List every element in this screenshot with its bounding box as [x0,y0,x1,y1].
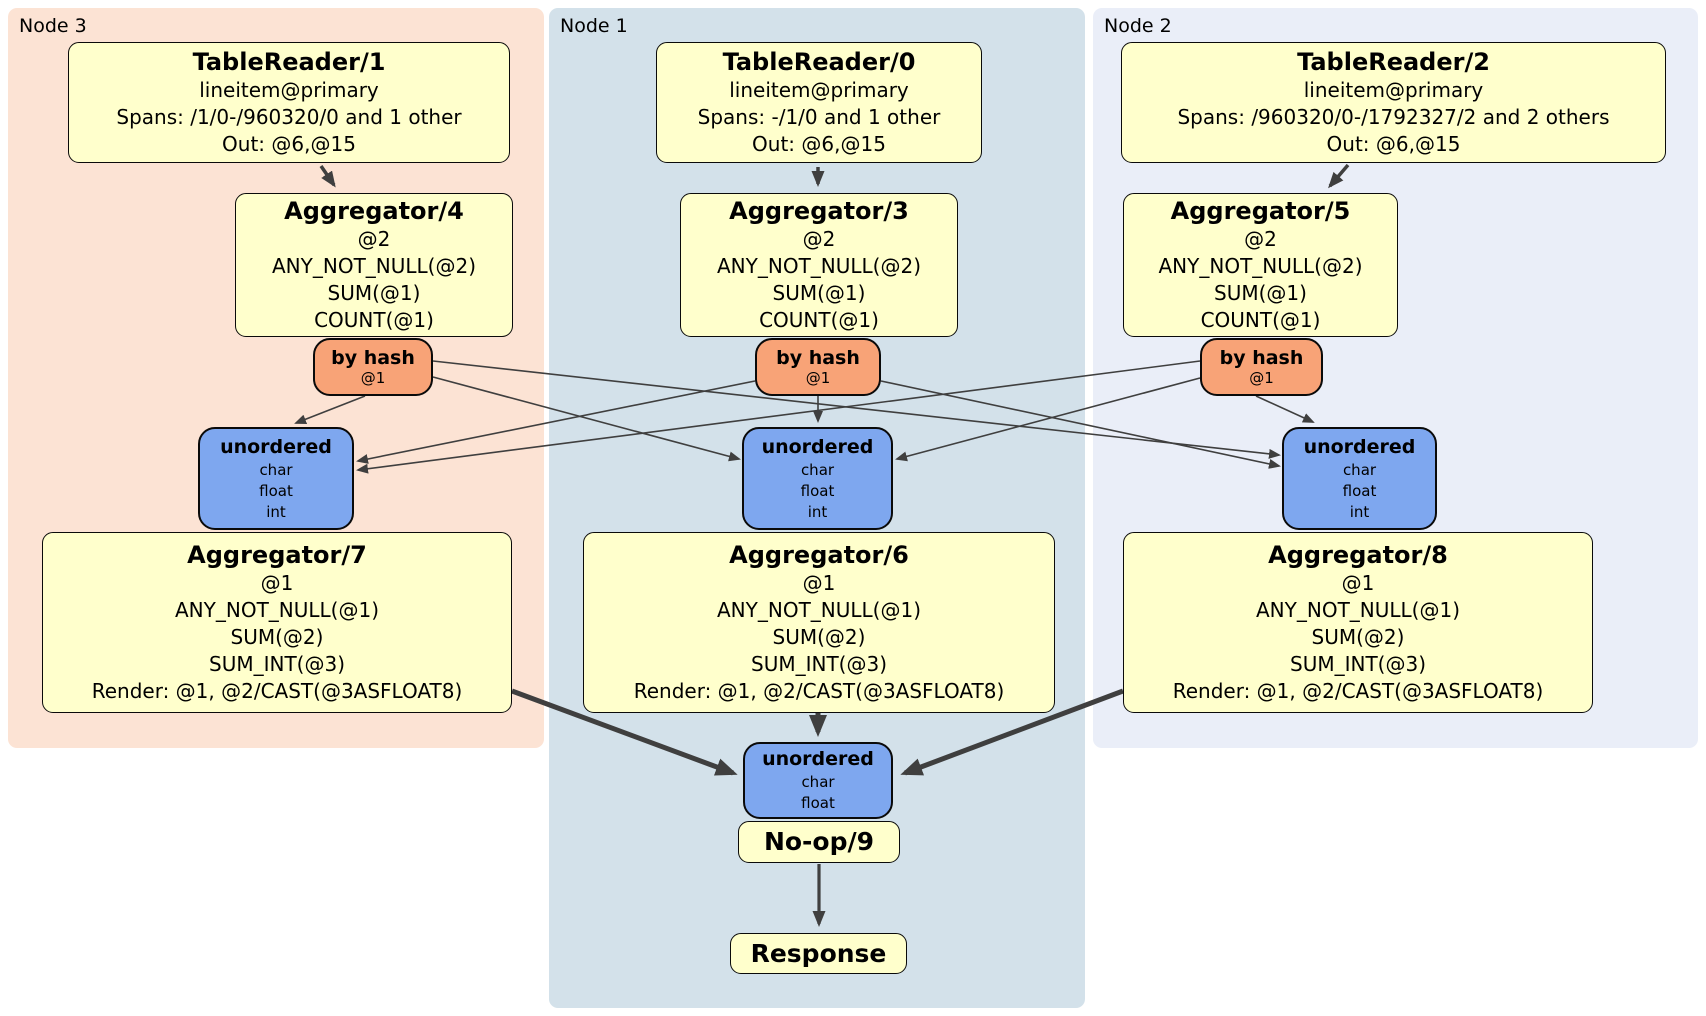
sync-col-type: float [259,481,293,500]
panel-node2-label: Node 2 [1104,15,1172,37]
processor-aggregator-7: Aggregator/7 @1 ANY_NOT_NULL(@1) SUM(@2)… [42,532,512,713]
router-by-hash-node3: by hash @1 [313,338,433,396]
processor-agg-fn: ANY_NOT_NULL(@1) [1256,598,1460,622]
processor-group-cols: @2 [357,227,391,251]
processor-agg-fn: SUM_INT(@3) [1290,652,1426,676]
sync-label: unordered [220,435,332,458]
processor-group-cols: @1 [260,571,294,595]
sync-label: unordered [1303,435,1416,458]
processor-agg-fn: COUNT(@1) [1200,308,1321,332]
processor-title: TableReader/2 [1297,48,1490,76]
processor-out: Out: @6,@15 [752,132,886,156]
processor-agg-fn: SUM(@2) [230,625,324,649]
processor-agg-fn: SUM(@1) [1214,281,1307,305]
processor-group-cols: @2 [1244,227,1277,251]
processor-group-cols: @2 [802,227,836,251]
processor-aggregator-5: Aggregator/5 @2 ANY_NOT_NULL(@2) SUM(@1)… [1123,193,1398,337]
sync-unordered-node3: unordered char float int [198,427,354,530]
panel-node3-label: Node 3 [19,15,87,37]
processor-render-expr: Render: @1, @2/CAST(@3ASFLOAT8) [633,679,1005,703]
sync-col-type: char [259,460,293,479]
router-by-hash-node2: by hash @1 [1200,338,1323,396]
sync-col-type: float [800,481,835,500]
processor-agg-fn: ANY_NOT_NULL(@1) [717,598,921,622]
processor-agg-fn: COUNT(@1) [314,308,434,332]
sync-col-type: char [1342,460,1377,479]
processor-no-op-9: No-op/9 [738,821,900,863]
router-key: @1 [360,369,386,387]
processor-tablereader-1: TableReader/1 lineitem@primary Spans: /1… [68,42,510,163]
processor-title: Aggregator/8 [1268,541,1448,569]
processor-tablereader-0: TableReader/0 lineitem@primary Spans: -/… [656,42,982,163]
processor-aggregator-3: Aggregator/3 @2 ANY_NOT_NULL(@2) SUM(@1)… [680,193,958,337]
sync-label: unordered [762,748,874,770]
router-label: by hash [1219,347,1304,369]
processor-agg-fn: ANY_NOT_NULL(@2) [1158,254,1363,278]
processor-index: lineitem@primary [729,78,909,102]
sync-col-type: char [800,460,835,479]
sync-col-type: int [266,502,286,521]
processor-spans: Spans: /1/0-/960320/0 and 1 other [116,105,462,129]
sync-col-type: float [1342,481,1377,500]
processor-agg-fn: ANY_NOT_NULL(@2) [717,254,921,278]
panel-node1-label: Node 1 [560,15,628,37]
sync-col-type: int [1349,502,1370,521]
processor-group-cols: @1 [802,571,836,595]
processor-spans: Spans: -/1/0 and 1 other [697,105,941,129]
processor-title: Aggregator/3 [729,197,909,225]
processor-agg-fn: SUM(@1) [772,281,866,305]
processor-agg-fn: SUM(@1) [327,281,421,305]
processor-title: TableReader/0 [722,48,916,76]
sync-col-type: float [801,794,835,812]
processor-aggregator-8: Aggregator/8 @1 ANY_NOT_NULL(@1) SUM(@2)… [1123,532,1593,713]
processor-tablereader-2: TableReader/2 lineitem@primary Spans: /9… [1121,42,1666,163]
processor-agg-fn: ANY_NOT_NULL(@1) [175,598,379,622]
processor-response: Response [730,933,907,974]
processor-agg-fn: COUNT(@1) [759,308,879,332]
processor-title: Response [750,938,887,968]
processor-title: Aggregator/4 [284,197,464,225]
router-key: @1 [805,369,831,387]
processor-title: TableReader/1 [192,48,386,76]
router-label: by hash [331,347,415,369]
router-key: @1 [1249,369,1274,387]
processor-aggregator-4: Aggregator/4 @2 ANY_NOT_NULL(@2) SUM(@1)… [235,193,513,337]
processor-agg-fn: SUM_INT(@3) [209,652,345,676]
processor-render-expr: Render: @1, @2/CAST(@3ASFLOAT8) [1172,679,1544,703]
processor-title: No-op/9 [763,827,875,856]
sync-unordered-node1: unordered char float int [742,427,893,530]
processor-index: lineitem@primary [1303,78,1484,102]
sync-col-type: char [801,773,835,791]
processor-aggregator-6: Aggregator/6 @1 ANY_NOT_NULL(@1) SUM(@2)… [583,532,1055,713]
processor-title: Aggregator/6 [729,541,909,569]
sync-unordered-final: unordered char float [743,742,893,819]
processor-agg-fn: SUM_INT(@3) [751,652,887,676]
processor-agg-fn: ANY_NOT_NULL(@2) [272,254,476,278]
processor-group-cols: @1 [1341,571,1375,595]
processor-title: Aggregator/5 [1170,197,1351,225]
router-by-hash-node1: by hash @1 [755,338,881,396]
processor-render-expr: Render: @1, @2/CAST(@3ASFLOAT8) [91,679,463,703]
sync-label: unordered [761,435,874,458]
processor-title: Aggregator/7 [187,541,367,569]
sync-unordered-node2: unordered char float int [1282,427,1437,530]
processor-agg-fn: SUM(@2) [772,625,866,649]
router-label: by hash [776,347,860,369]
sync-col-type: int [807,502,828,521]
processor-out: Out: @6,@15 [1326,132,1461,156]
processor-agg-fn: SUM(@2) [1311,625,1405,649]
processor-out: Out: @6,@15 [222,132,356,156]
processor-spans: Spans: /960320/0-/1792327/2 and 2 others [1177,105,1610,129]
processor-index: lineitem@primary [199,78,379,102]
